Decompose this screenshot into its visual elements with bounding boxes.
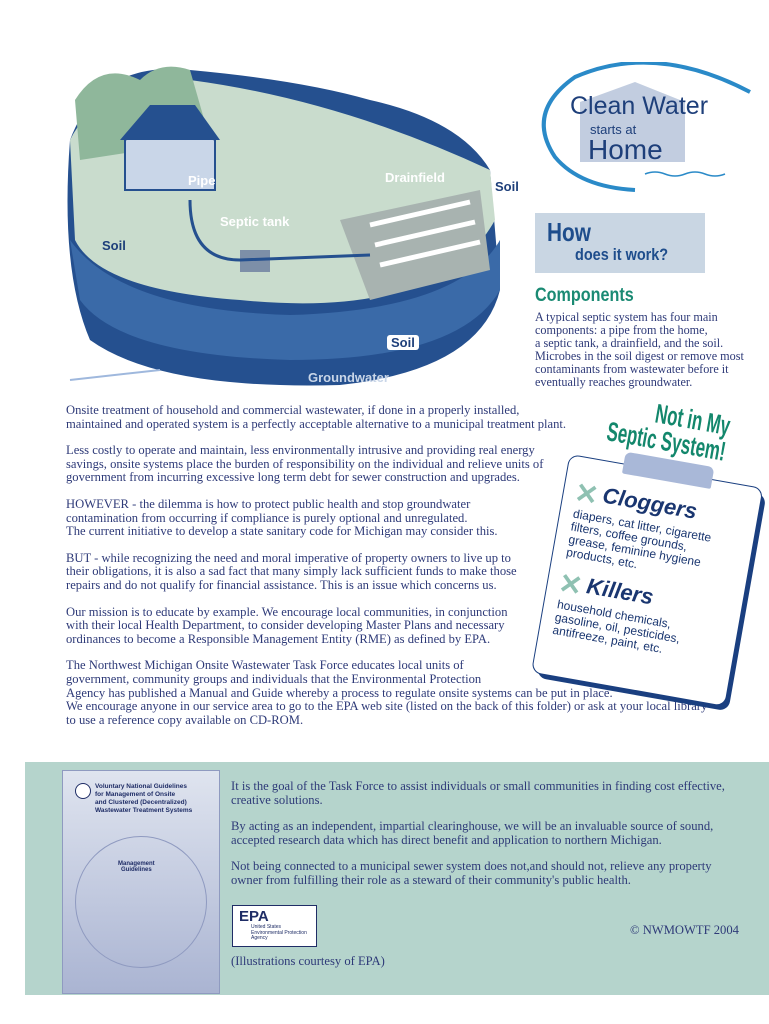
clean-water-logo: Clean Water starts at Home: [535, 62, 765, 192]
label-soil-left: Soil: [102, 238, 126, 253]
epa-logo-subtext: United States Environmental Protection A…: [251, 924, 307, 941]
body-paragraph: Less costly to operate and maintain, les…: [66, 443, 544, 485]
label-drainfield: Drainfield: [385, 170, 445, 185]
body-paragraph: BUT - while recognizing the need and mor…: [66, 550, 517, 592]
panel-paragraph: It is the goal of the Task Force to assi…: [231, 779, 725, 807]
logo-swoosh-icon: [541, 62, 751, 192]
panel-text: It is the goal of the Task Force to assi…: [231, 779, 761, 901]
epa-logo: EPA United States Environmental Protecti…: [232, 905, 317, 947]
cover-title: Voluntary National Guidelines for Manage…: [95, 783, 193, 814]
label-soil-top: Soil: [495, 179, 519, 194]
label-soil-bottom: Soil: [387, 335, 419, 350]
label-pipe: Pipe: [188, 173, 216, 188]
components-heading: Components: [535, 285, 634, 306]
cover-circle-diagram: [75, 836, 207, 968]
body-paragraph: HOWEVER - the dilemma is how to protect …: [66, 496, 498, 539]
body-paragraph: The Northwest Michigan Onsite Wastewater…: [66, 658, 708, 727]
epa-logo-text: EPA: [239, 908, 269, 925]
components-text: A typical septic system has four main co…: [535, 310, 744, 389]
septic-system-illustration: Pipe Drainfield Soil Septic tank Soil So…: [40, 40, 540, 400]
body-paragraph: Onsite treatment of household and commer…: [66, 403, 567, 431]
how-subtitle: does it work?: [575, 245, 669, 264]
logo-line1: Clean Water: [570, 92, 709, 120]
label-groundwater: Groundwater: [308, 370, 389, 385]
epa-seal-icon: [75, 783, 91, 799]
label-septic-tank: Septic tank: [220, 214, 290, 229]
panel-paragraph: Not being connected to a municipal sewer…: [231, 859, 712, 887]
panel-paragraph: By acting as an independent, impartial c…: [231, 819, 714, 847]
main-body-text: Onsite treatment of household and commer…: [66, 403, 756, 740]
copyright: © NWMOWTF 2004: [630, 923, 739, 937]
body-paragraph: Our mission is to educate by example. We…: [66, 604, 508, 646]
cover-center-label: Management Guidelines: [118, 861, 155, 873]
logo-line3: Home: [588, 134, 663, 165]
septic-diagram-art: [67, 66, 500, 386]
epa-guidelines-cover-image: Voluntary National Guidelines for Manage…: [62, 770, 220, 994]
illustration-credit: (Illustrations courtesy of EPA): [231, 954, 385, 968]
how-title: How: [547, 217, 591, 247]
how-it-works-banner: How does it work?: [535, 213, 705, 273]
logo-line2: starts at: [590, 122, 637, 137]
clipboard-card: ✕ Cloggers diapers, cat litter, cigarett…: [530, 451, 769, 716]
